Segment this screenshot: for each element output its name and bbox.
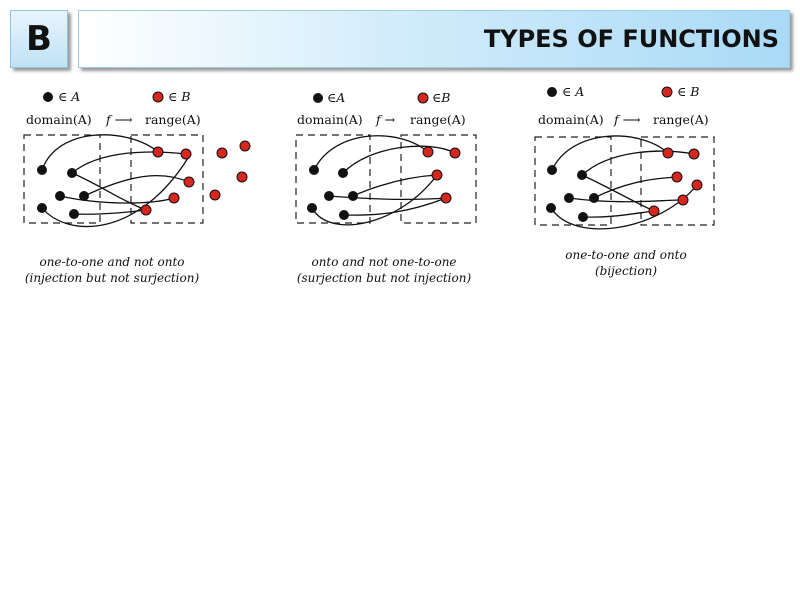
range-points [422,146,461,204]
mapping-arrow [83,174,190,197]
domain-point [578,212,588,222]
domain-point [37,165,47,175]
codomain-point [239,140,251,152]
range-point [180,148,192,160]
map-label: f → [375,112,396,127]
domain-point [339,210,349,220]
domain-point [307,203,317,213]
range-point [677,194,689,206]
legend-range-label: ∈ B [168,89,190,104]
mapping-arrow [41,157,189,228]
mapping-arrow [71,151,187,174]
slide-title-bar: TYPES OF FUNCTIONS [78,10,790,68]
domain-point [79,191,89,201]
mapping-arrow [342,145,456,174]
range-label: range(A) [410,112,466,127]
legend-domain-label: ∈ A [58,89,80,104]
range-point [449,147,461,159]
mapping-arrow [41,134,159,171]
range-point [648,205,660,217]
mapping-arrow [71,172,147,211]
domain-point [67,168,77,178]
range-point [671,171,683,183]
caption-line-2: (injection but not surjection) [25,271,200,285]
range-point [152,146,164,158]
range-point [440,192,452,204]
range-point [688,148,700,160]
legend-domain-label: ∈ A [562,84,584,99]
legend-domain-dot [43,92,53,102]
caption-line-2: (surjection but not injection) [297,271,472,285]
range-box [400,134,477,224]
mapping-arrow [551,135,669,171]
mapping-arrow [581,174,655,212]
range-point [422,146,434,158]
caption-line-2: (bijection) [595,264,657,278]
domain-point [564,193,574,203]
legend-range-dot [661,86,673,98]
map-label: f ⟶ [105,112,133,127]
section-badge: B [10,10,68,68]
range-point [662,147,674,159]
domain-label: domain(A) [297,112,363,127]
domain-point [55,191,65,201]
slide-title: TYPES OF FUNCTIONS [483,25,779,53]
legend-range-label: ∈B [432,90,450,105]
mapping-arrow [581,150,695,176]
domain-point [309,165,319,175]
legend-domain-dot [547,87,557,97]
caption-line-1: onto and not one-to-one [311,255,456,269]
mapping-arrow [343,197,447,216]
mapping-arrow [59,195,175,204]
mapping-arrow [582,210,655,218]
domain-point [577,170,587,180]
legend-range-label: ∈ B [677,84,699,99]
range-point [691,179,703,191]
domain-label: domain(A) [26,112,92,127]
range-label: range(A) [145,112,201,127]
legend-domain-label: ∈A [327,90,345,105]
domain-points [546,165,599,222]
domain-box [23,134,101,224]
domain-point [69,209,79,219]
mapping-arrow [328,195,447,200]
domain-point [547,165,557,175]
mapping-arrow [550,184,698,230]
mapping-arrow [568,197,684,203]
map-label: f ⟶ [613,112,641,127]
domain-point [348,191,358,201]
range-label: range(A) [653,112,709,127]
range-point [431,169,443,181]
domain-box [534,136,612,226]
legend-range-dot [152,91,164,103]
range-points [648,147,703,217]
domain-point [338,168,348,178]
domain-points [307,165,358,220]
codomain-point [216,147,228,159]
range-point [183,176,195,188]
codomain-point [236,171,248,183]
range-points [140,140,251,216]
domain-point [324,191,334,201]
domain-point [546,203,556,213]
domain-point [37,203,47,213]
legend-domain-dot [313,93,323,103]
domain-label: domain(A) [538,112,604,127]
mapping-arrow [313,135,429,171]
legend-range-dot [417,92,429,104]
domain-points [37,165,89,219]
range-point [140,204,152,216]
caption-line-1: one-to-one and not onto [39,255,184,269]
codomain-point [209,189,221,201]
mapping-arrow [311,174,438,226]
range-point [168,192,180,204]
caption-line-1: one-to-one and onto [565,248,686,262]
domain-point [589,193,599,203]
